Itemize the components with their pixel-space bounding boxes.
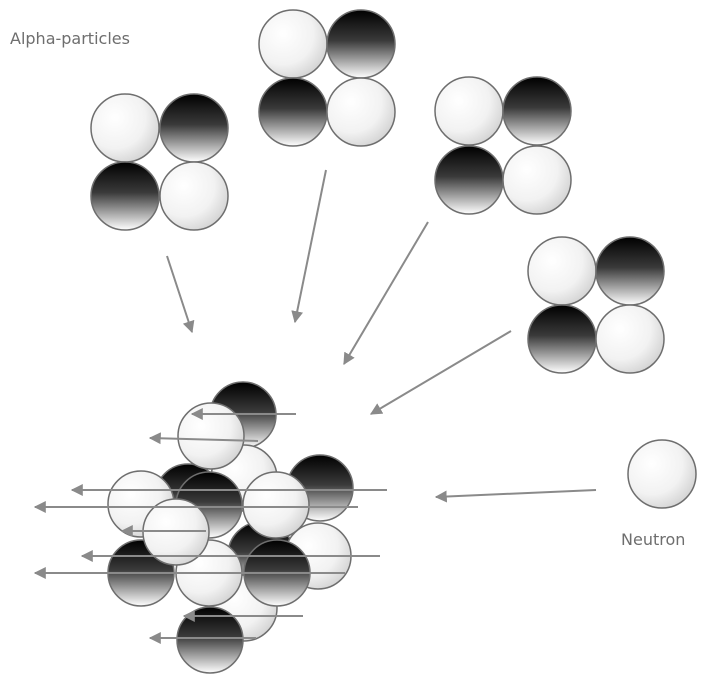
alpha-particles-label: Alpha-particles (10, 29, 130, 48)
arrow-alpha-2 (291, 169, 327, 324)
neutron-particle (627, 439, 697, 509)
alpha-particle-2 (258, 9, 396, 147)
arrow-out-2 (148, 432, 259, 445)
arrow-neutron (434, 489, 597, 503)
alpha-particle-1 (90, 93, 229, 231)
alpha-particle-3 (434, 76, 572, 215)
arrow-alpha-3 (343, 221, 429, 366)
outgoing-arrows (33, 408, 387, 644)
nucleus-cluster (107, 381, 354, 674)
arrow-alpha-1 (166, 255, 195, 334)
neutron-label: Neutron (621, 530, 685, 549)
alpha-particle-4 (527, 236, 665, 374)
arrow-alpha-4 (369, 330, 512, 415)
incoming-arrows (166, 169, 597, 503)
